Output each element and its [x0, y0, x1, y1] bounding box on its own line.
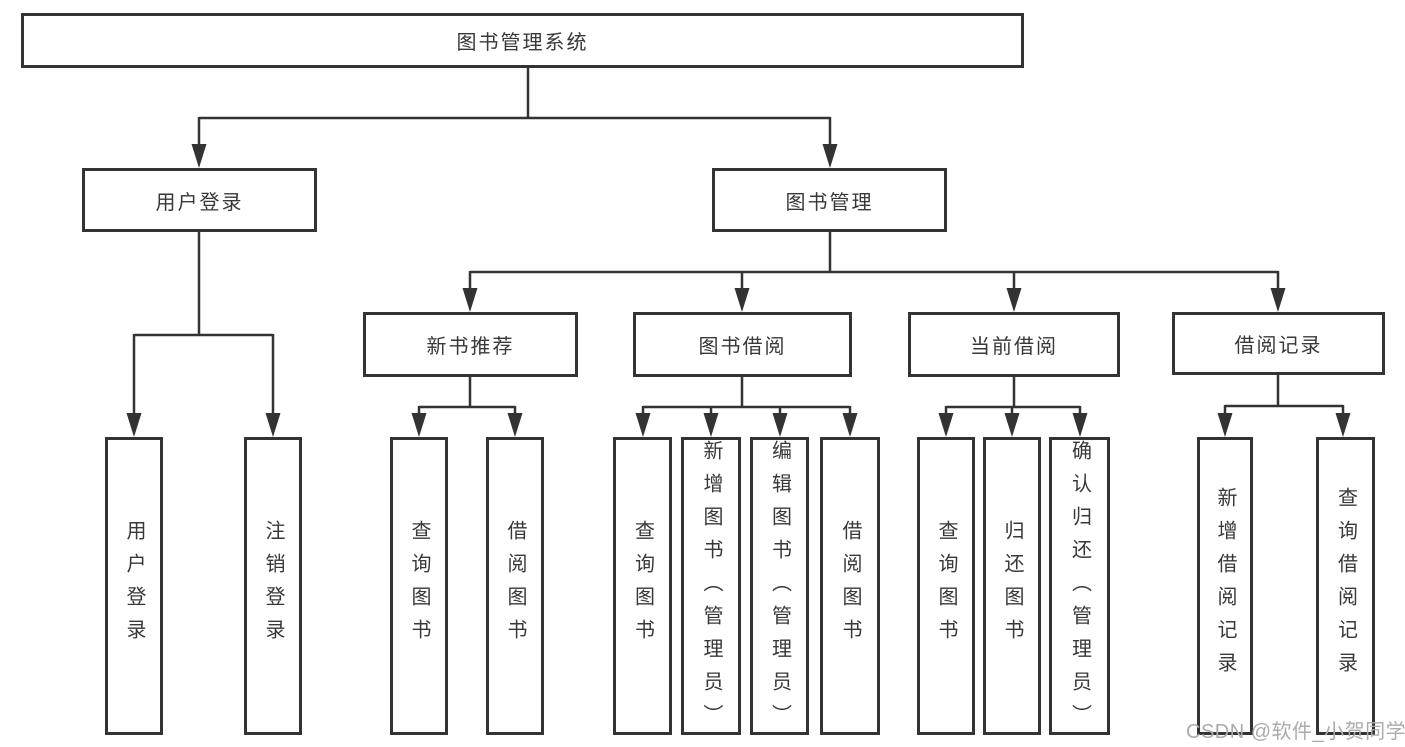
leaf-add-books-admin: 新增图书（管理员） — [681, 437, 741, 737]
node-user-login: 用户登录 — [82, 168, 317, 232]
node-root: 图书管理系统 — [21, 13, 1024, 68]
node-book-management: 图书管理 — [712, 168, 947, 232]
leaf-confirm-return-admin: 确认归还（管理员） — [1049, 437, 1110, 737]
node-new-book-recommend: 新书推荐 — [363, 312, 578, 377]
leaf-current-query-books: 查询图书 — [917, 437, 975, 735]
arrowheads — [126, 144, 1351, 437]
csdn-watermark: CSDN @软件_小贺同学 — [1186, 721, 1405, 743]
node-borrowing-records: 借阅记录 — [1172, 312, 1385, 375]
node-current-borrowing: 当前借阅 — [908, 312, 1120, 377]
leaf-borrow-query-books: 查询图书 — [613, 437, 672, 735]
leaf-logout: 注销登录 — [244, 437, 302, 735]
leaf-recommend-query-books: 查询图书 — [390, 437, 448, 735]
leaf-return-books: 归还图书 — [983, 437, 1041, 735]
leaf-user-login: 用户登录 — [105, 437, 163, 735]
leaf-edit-books-admin: 编辑图书（管理员） — [750, 437, 809, 737]
leaf-borrow-books: 借阅图书 — [820, 437, 880, 735]
node-book-borrowing: 图书借阅 — [633, 312, 852, 377]
leaf-add-borrow-record: 新增借阅记录 — [1197, 437, 1253, 735]
leaf-recommend-borrow-books: 借阅图书 — [486, 437, 544, 735]
leaf-query-borrow-record: 查询借阅记录 — [1316, 437, 1375, 735]
